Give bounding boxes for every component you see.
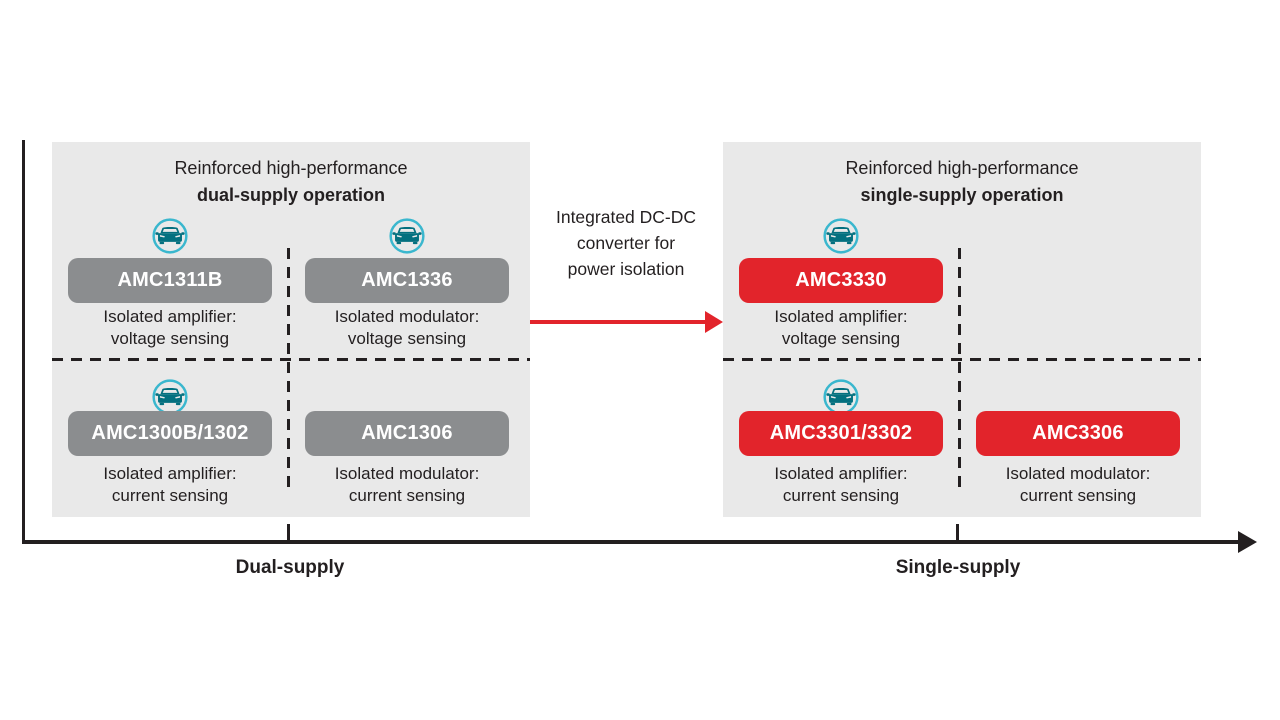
desc-line1: Isolated modulator: (1005, 464, 1151, 483)
chip-description: Isolated amplifier: voltage sensing (731, 306, 951, 350)
quadrant-dual-current-amplifier: AMC1300B/1302 Isolated amplifier: curren… (60, 378, 280, 528)
panel-dual-title: Reinforced high-performance dual-supply … (52, 155, 530, 209)
chip-description: Isolated amplifier: current sensing (731, 463, 951, 507)
chip-amc3306[interactable]: AMC3306 (976, 411, 1180, 456)
quadrant-dual-voltage-amplifier: AMC1311B Isolated amplifier: voltage sen… (60, 217, 280, 367)
x-axis-line (22, 540, 1242, 544)
desc-line2: current sensing (1019, 486, 1137, 505)
chip-amc1300b-1302[interactable]: AMC1300B/1302 (68, 411, 272, 456)
desc-line1: Isolated amplifier: (774, 307, 908, 326)
connector-label: Integrated DC-DC converter for power iso… (528, 204, 724, 282)
y-axis-line (22, 140, 25, 543)
x-axis-label-single-supply: Single-supply (895, 557, 1021, 578)
x-axis-label-dual-supply: Dual-supply (235, 557, 345, 578)
desc-line1: Isolated amplifier: (103, 307, 237, 326)
desc-line2: current sensing (782, 486, 900, 505)
divider-vertical-dashed (958, 248, 961, 490)
chip-description: Isolated amplifier: voltage sensing (60, 306, 280, 350)
chip-description: Isolated amplifier: current sensing (60, 463, 280, 507)
x-axis-tick-single (956, 524, 959, 541)
desc-line2: voltage sensing (347, 329, 467, 348)
connector-label-line2: converter for (576, 233, 676, 253)
quadrant-dual-current-modulator: AMC1306 Isolated modulator: current sens… (297, 378, 517, 528)
desc-line2: voltage sensing (110, 329, 230, 348)
x-axis-arrowhead-icon (1238, 531, 1257, 553)
desc-line1: Isolated amplifier: (103, 464, 237, 483)
panel-single-title-line1: Reinforced high-performance (845, 158, 1079, 178)
connector-label-line3: power isolation (567, 259, 685, 279)
panel-single-supply: Reinforced high-performance single-suppl… (723, 142, 1201, 517)
panel-dual-title-line2: dual-supply operation (196, 185, 385, 205)
divider-vertical-dashed (287, 248, 290, 490)
desc-line1: Isolated modulator: (334, 307, 480, 326)
chip-amc1306[interactable]: AMC1306 (305, 411, 509, 456)
connector-arrow-line (530, 320, 707, 324)
chip-description: Isolated modulator: voltage sensing (297, 306, 517, 350)
quadrant-single-current-modulator: AMC3306 Isolated modulator: current sens… (968, 378, 1188, 528)
chip-amc1336[interactable]: AMC1336 (305, 258, 509, 303)
chip-amc3330[interactable]: AMC3330 (739, 258, 943, 303)
desc-line1: Isolated amplifier: (774, 464, 908, 483)
panel-single-title-line2: single-supply operation (860, 185, 1064, 205)
desc-line2: current sensing (348, 486, 466, 505)
desc-line1: Isolated modulator: (334, 464, 480, 483)
panel-dual-supply: Reinforced high-performance dual-supply … (52, 142, 530, 517)
chip-description: Isolated modulator: current sensing (297, 463, 517, 507)
automotive-car-icon (388, 217, 426, 255)
quadrant-single-current-amplifier: AMC3301/3302 Isolated amplifier: current… (731, 378, 951, 528)
x-axis-tick-dual (287, 524, 290, 541)
automotive-car-icon (151, 217, 189, 255)
chip-amc3301-3302[interactable]: AMC3301/3302 (739, 411, 943, 456)
quadrant-dual-voltage-modulator: AMC1336 Isolated modulator: voltage sens… (297, 217, 517, 367)
chip-amc1311b[interactable]: AMC1311B (68, 258, 272, 303)
desc-line2: current sensing (111, 486, 229, 505)
panel-single-title: Reinforced high-performance single-suppl… (723, 155, 1201, 209)
divider-horizontal-dashed (723, 358, 1201, 361)
quadrant-single-voltage-amplifier: AMC3330 Isolated amplifier: voltage sens… (731, 217, 951, 367)
connector-arrowhead-icon (705, 311, 723, 333)
connector-label-line1: Integrated DC-DC (555, 207, 697, 227)
divider-horizontal-dashed (52, 358, 530, 361)
panel-dual-title-line1: Reinforced high-performance (174, 158, 408, 178)
automotive-car-icon (822, 217, 860, 255)
desc-line2: voltage sensing (781, 329, 901, 348)
chip-description: Isolated modulator: current sensing (968, 463, 1188, 507)
